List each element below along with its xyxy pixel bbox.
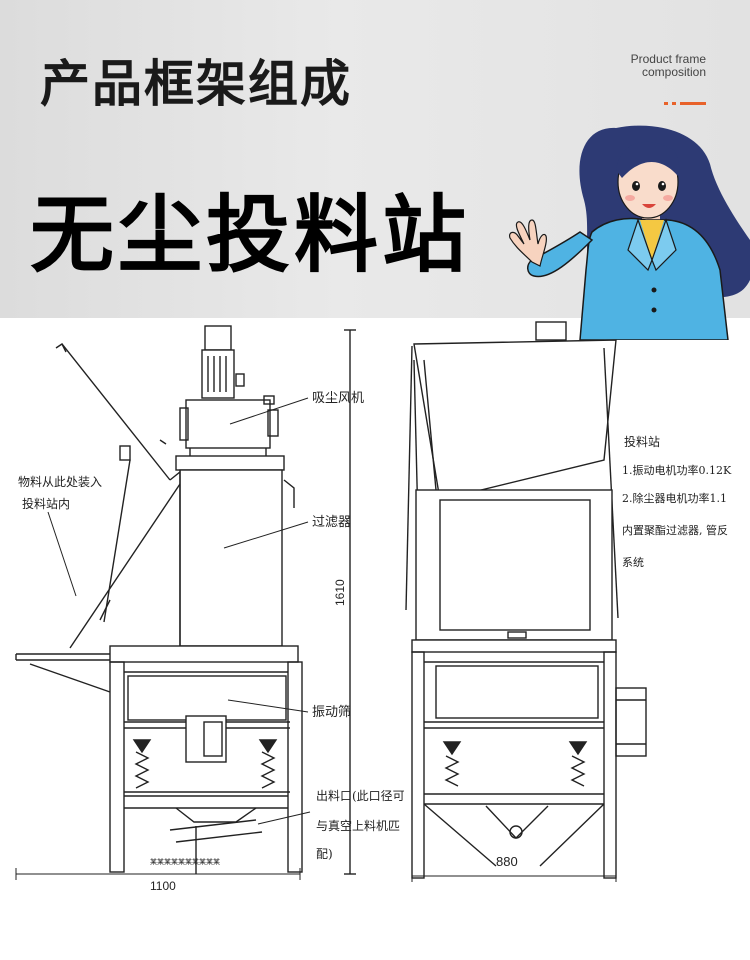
right-view-body [411,489,647,757]
height-dimension [344,329,356,875]
label-plate: 某某某某某某某某某某 [150,858,220,866]
right-view-frame [411,651,617,879]
fan-housing [179,395,279,456]
width-dimension-left [15,868,301,880]
technical-drawing: 吸尘风机 物料从此处装入 投料站内 过滤器 振动筛 出料口(此口径可 与真空上料… [15,321,732,893]
label-spec1: 1.振动电机功率0.12K [622,463,732,477]
label-fan: 吸尘风机 [312,391,364,406]
label-outlet-line1: 出料口(此口径可 [316,789,405,803]
label-spec4: 系统 [622,556,644,569]
discharge-outlet [169,807,263,874]
label-spec3: 内置聚酯过滤器, 管反 [622,523,728,537]
accent-bar [664,102,706,105]
feed-hopper [55,343,181,649]
section-subtitle: 产品框架组成 [40,55,352,113]
label-outlet-line3: 配) [316,847,333,861]
fan-motor [201,325,245,399]
filter-housing [175,455,295,647]
label-station-title: 投料站 [624,434,660,449]
label-filter: 过滤器 [312,515,351,530]
dimension-width-left: 1100 [150,879,176,893]
english-subtitle-line1: Product frame [630,52,706,66]
label-outlet-line2: 与真空上料机匹 [316,819,400,833]
label-material-line1: 物料从此处装入 [18,475,102,489]
support-frame [15,645,303,873]
dimension-height: 1610 [333,579,347,606]
right-view-top [405,321,619,619]
page-title: 无尘投料站 [30,186,471,284]
header-banner: 产品框架组成 Product frame composition 无尘投料站 [0,0,750,340]
vibrating-screen [124,675,290,793]
width-dimension-right [411,870,617,882]
presenter-illustration [509,125,750,340]
label-spec2: 2.除尘器电机功率1.1 [622,491,727,505]
english-subtitle-line2: composition [641,65,706,79]
dimension-width-right: 880 [496,854,518,869]
label-material-line2: 投料站内 [22,496,70,511]
label-vibrating-screen: 振动筛 [312,705,351,720]
